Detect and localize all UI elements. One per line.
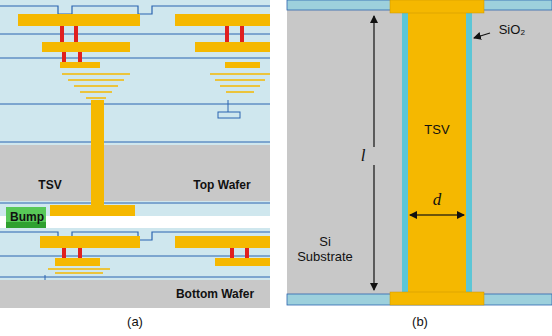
dimension-label: d — [433, 190, 442, 210]
part-label: Top Wafer — [193, 179, 250, 193]
part-label: Si Substrate — [295, 235, 355, 265]
panel-caption: (b) — [412, 315, 428, 330]
top-wafer — [0, 0, 270, 216]
part-label: Bump — [10, 211, 44, 225]
part-label: TSV — [424, 123, 449, 138]
panel-caption: (a) — [127, 315, 143, 330]
part-label: TSV — [38, 179, 61, 193]
dimension-arrows — [374, 16, 490, 290]
part-label: SiO₂ — [499, 23, 526, 38]
dimension-label: l — [361, 146, 366, 166]
tsv-cross-section — [287, 0, 552, 305]
part-label: Bottom Wafer — [176, 288, 254, 302]
bottom-wafer — [0, 228, 270, 308]
